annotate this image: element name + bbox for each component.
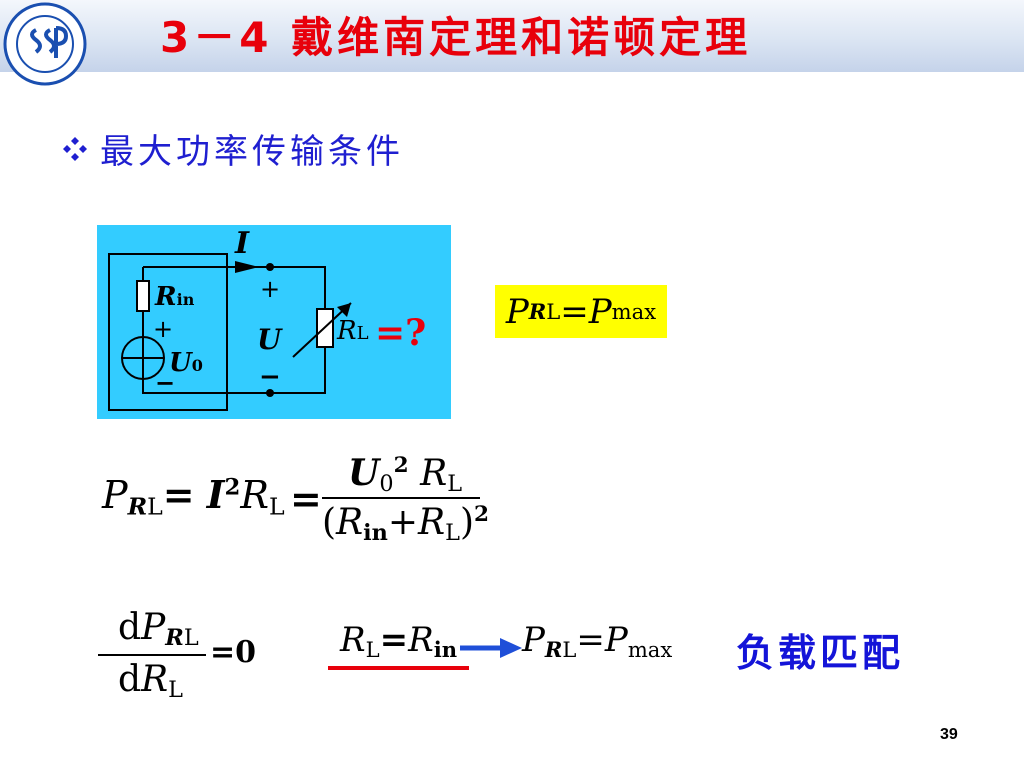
page-number: 39: [940, 726, 958, 743]
bullet-item: 最大功率传输条件: [62, 124, 404, 173]
slide-title: 3－4 戴维南定理和诺顿定理: [160, 13, 752, 62]
source-minus: −: [155, 369, 175, 397]
current-arrow: [235, 261, 259, 273]
internal-resistor: [136, 280, 150, 312]
question-mark: =?: [375, 312, 426, 354]
load-matching-label: 负载匹配: [736, 631, 905, 675]
thevenin-box: [108, 253, 228, 411]
port-minus: −: [259, 362, 281, 392]
terminal-top: [266, 263, 274, 271]
port-plus: +: [260, 275, 280, 303]
power-fraction: = U02 RL (Rin+RL)2: [290, 452, 490, 547]
right-arrow-icon: [460, 638, 522, 658]
matching-result: PRL=Pmax: [522, 620, 673, 662]
derivative-bar: [98, 654, 206, 656]
matching-condition: RL=Rin: [340, 620, 458, 662]
derivative-denominator: dRL: [118, 659, 183, 704]
diamond-cluster-icon: [63, 136, 87, 161]
rin-label: Rin: [154, 282, 195, 312]
circuit-diagram: I Rin + U0 − + U − RL =?: [97, 225, 451, 419]
derivative-equals-zero: =0: [210, 635, 257, 670]
fraction-denominator: (Rin+RL)2: [322, 502, 490, 547]
source-plus: +: [153, 315, 173, 343]
derivative-numerator: dPRL: [118, 607, 199, 652]
terminal-bottom: [266, 389, 274, 397]
fraction-numerator: U02 RL: [348, 452, 463, 498]
current-label: I: [234, 226, 250, 261]
title-bar: [0, 0, 1024, 72]
source-label: U0: [169, 348, 203, 378]
power-formula: PRL= I2RL: [102, 472, 285, 521]
derivative-condition: dPRL dRL =0: [96, 605, 266, 705]
port-label: U: [257, 323, 283, 356]
circuit-background: [97, 225, 451, 419]
university-seal-icon: [3, 2, 87, 86]
red-underline: [328, 666, 469, 670]
rl-label: RL: [336, 316, 369, 346]
fraction-bar: [322, 497, 480, 499]
bullet-text: 最大功率传输条件: [100, 132, 404, 172]
